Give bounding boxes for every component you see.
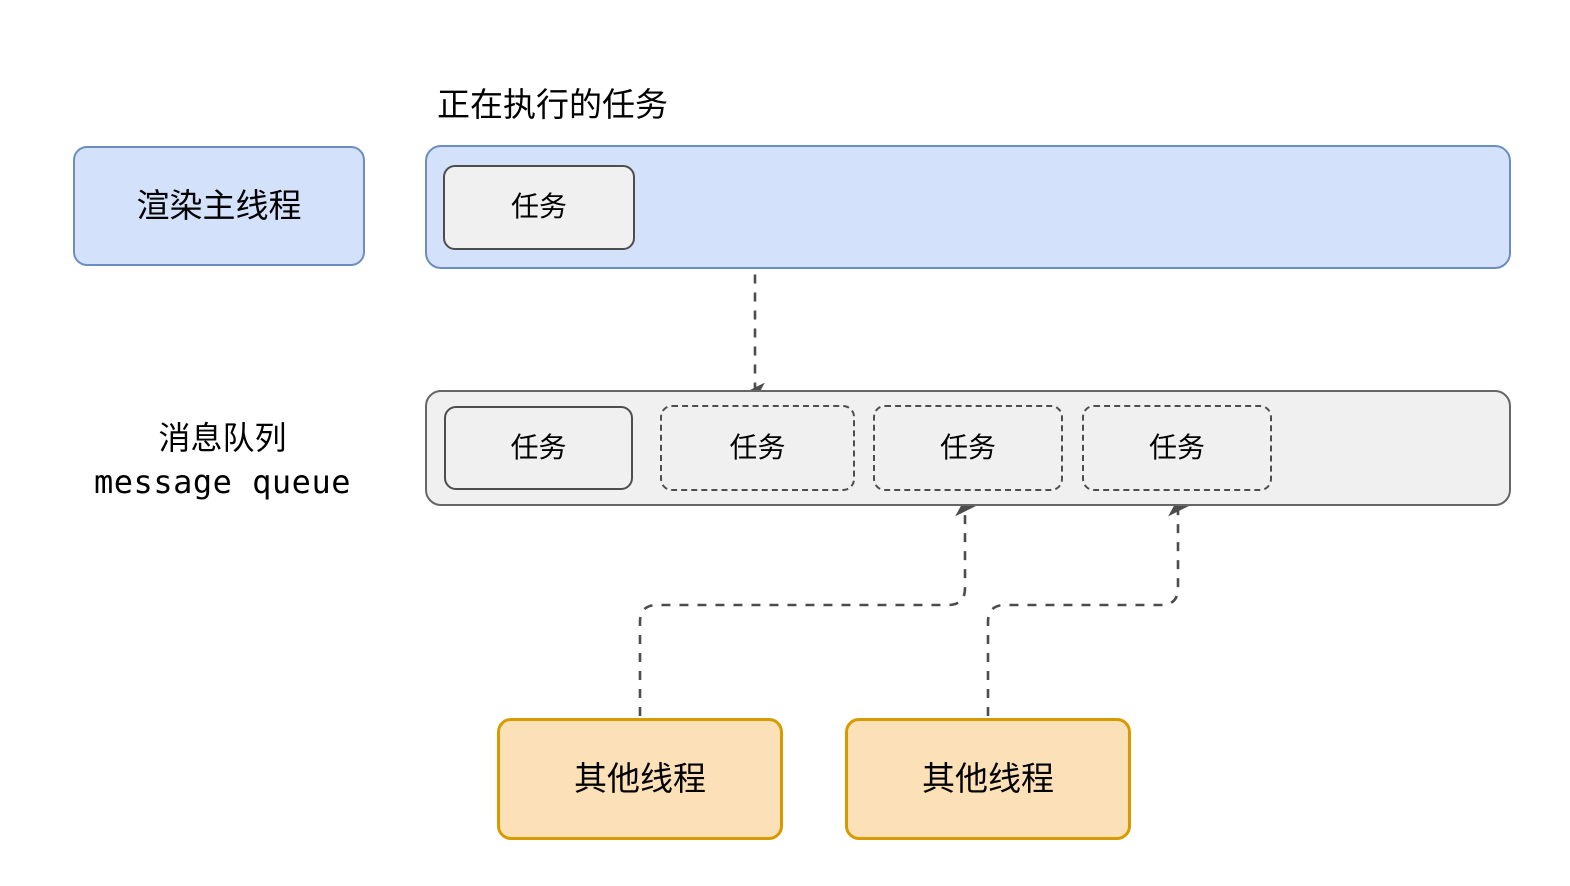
connector-thread2-to-queue: [986, 495, 1189, 716]
running-task-label: 任务: [510, 191, 567, 223]
render-main-thread-label-box: 渲染主线程: [73, 146, 365, 266]
other-thread-box-2[interactable]: 其他线程: [845, 718, 1131, 840]
queue-task-chip-2[interactable]: 任务: [660, 405, 855, 491]
other-thread-label-1: 其他线程: [574, 760, 706, 798]
queue-task-chip-3[interactable]: 任务: [873, 405, 1063, 491]
running-task-chip[interactable]: 任务: [443, 165, 635, 250]
other-thread-box-1[interactable]: 其他线程: [497, 718, 783, 840]
queue-task-label-1: 任务: [510, 431, 567, 463]
message-queue-label-cn: 消息队列: [158, 420, 287, 456]
other-thread-label-2: 其他线程: [922, 760, 1054, 798]
queue-task-label-3: 任务: [939, 431, 996, 463]
queue-task-label-4: 任务: [1148, 431, 1205, 463]
message-queue-label-en: message queue: [94, 463, 351, 501]
queue-task-label-2: 任务: [729, 431, 786, 463]
render-main-thread-label: 渲染主线程: [136, 187, 302, 225]
queue-task-chip-1[interactable]: 任务: [444, 406, 633, 490]
connector-thread1-to-queue: [638, 495, 976, 716]
queue-task-chip-4[interactable]: 任务: [1082, 405, 1272, 491]
page-title: 正在执行的任务: [437, 86, 668, 123]
